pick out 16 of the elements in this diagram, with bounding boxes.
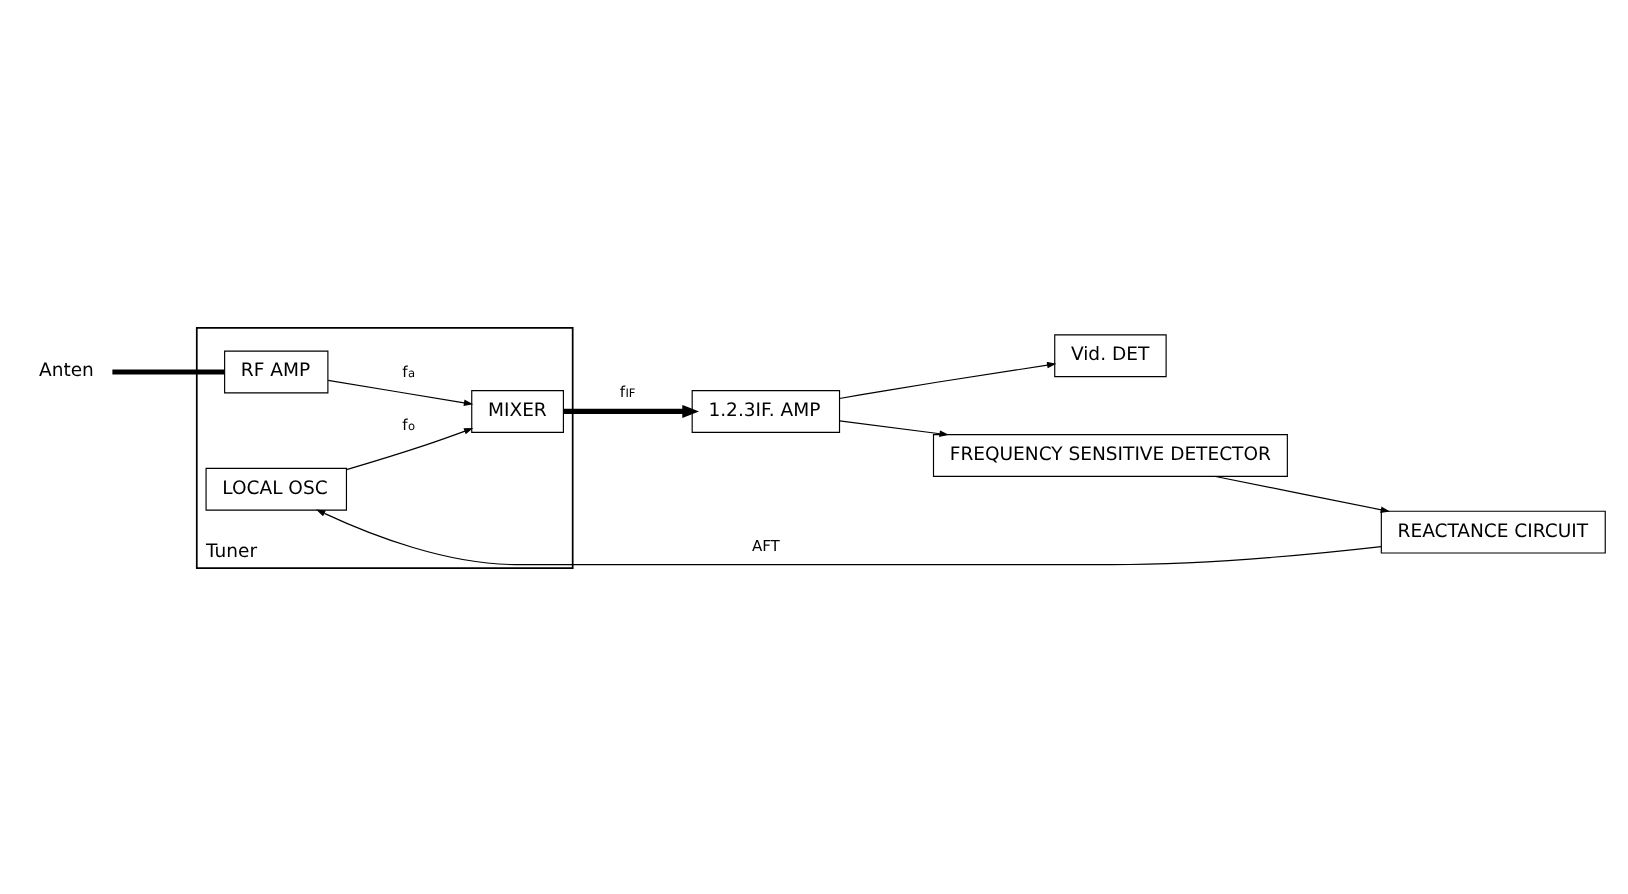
arrow [563, 403, 699, 418]
node-box: 1.2.3IF. AMP [691, 389, 841, 432]
connector [112, 368, 225, 374]
node-box: MIXER [471, 389, 564, 432]
arrow [839, 360, 1057, 399]
node-box: FREQUENCY SENSITIVE DETECTOR [932, 433, 1288, 476]
node-box: RF AMP [224, 349, 329, 393]
node-text: Anten [39, 359, 94, 382]
arrow [327, 378, 474, 406]
node-box: REACTANCE CIRCUIT [1380, 509, 1606, 553]
arrow [316, 508, 1382, 565]
node-box: LOCAL OSC [205, 466, 348, 510]
arrow [1215, 474, 1390, 512]
node-box: Vid. DET [1054, 333, 1167, 377]
arrow [346, 427, 474, 470]
arrow [839, 419, 949, 436]
